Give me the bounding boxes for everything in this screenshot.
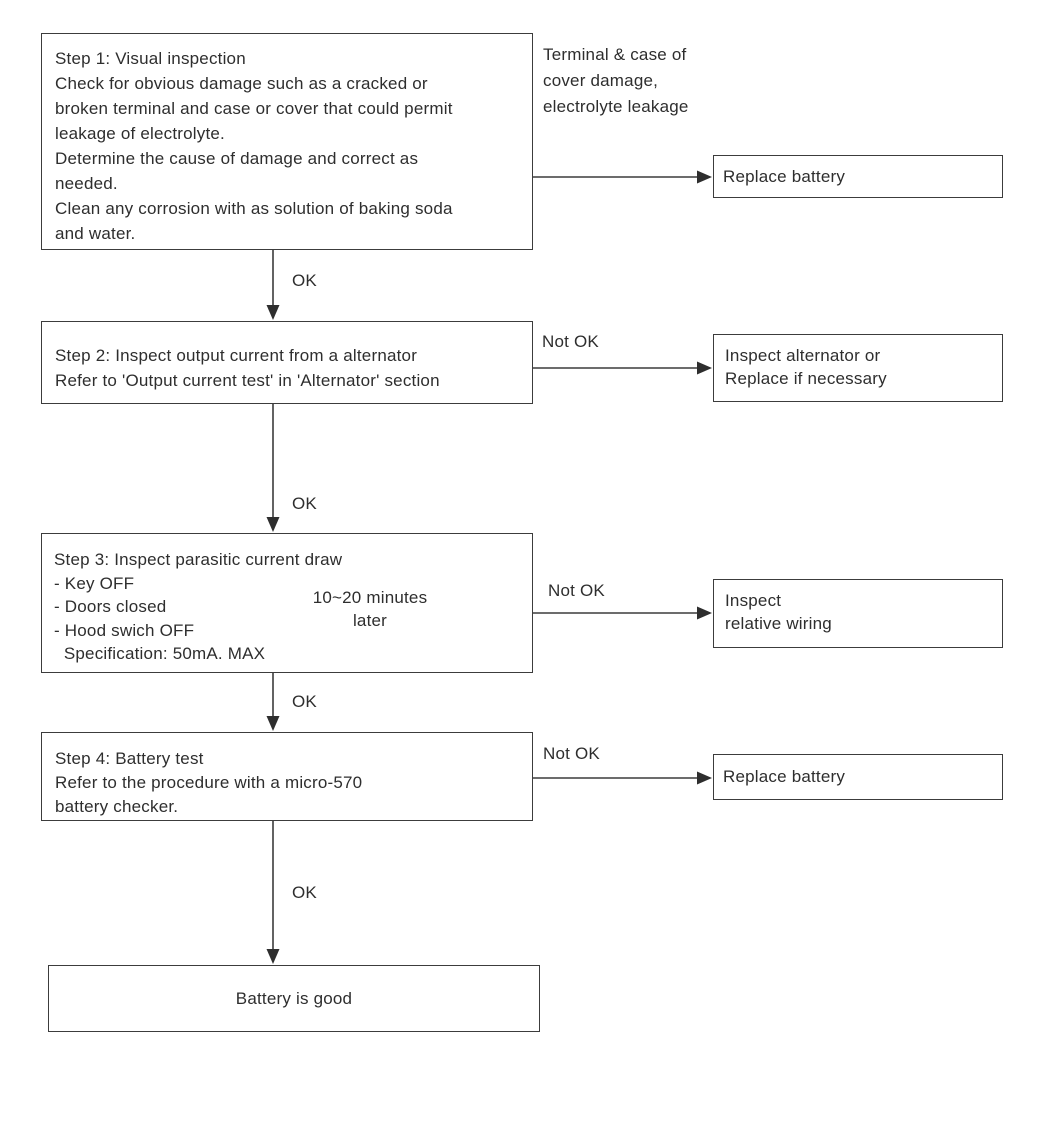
- arrow-step2-inspect-alternator: [533, 361, 712, 375]
- arrow-step2-step3: [266, 404, 280, 532]
- step3-box: Step 3: Inspect parasitic current draw -…: [41, 533, 533, 673]
- ok-edge-label-4: OK: [292, 883, 317, 902]
- not-ok-edge-label-2: Not OK: [548, 581, 605, 600]
- not-ok-edge-label-1: Not OK: [542, 332, 599, 351]
- replace-battery-top-box: Replace battery: [713, 155, 1003, 198]
- not-ok-edge-label-3: Not OK: [543, 744, 600, 763]
- ok-edge-label-3: OK: [292, 692, 317, 711]
- step1-box: Step 1: Visual inspection Check for obvi…: [41, 33, 533, 250]
- step3-text: Step 3: Inspect parasitic current draw -…: [54, 550, 343, 663]
- inspect-wiring-box: Inspect relative wiring: [713, 579, 1003, 648]
- timer-note-label: 10~20 minutes later: [312, 588, 428, 630]
- arrow-step3-inspect-wiring: [533, 606, 712, 620]
- arrow-step1-replace-battery: [533, 170, 712, 184]
- battery-good-text: Battery is good: [235, 988, 353, 1008]
- inspect-wiring-text: Inspect relative wiring: [725, 591, 832, 633]
- step4-box: Step 4: Battery test Refer to the proced…: [41, 732, 533, 821]
- inspect-alternator-box: Inspect alternator or Replace if necessa…: [713, 334, 1003, 402]
- condition-note-label: Terminal & case of cover damage, electro…: [543, 45, 689, 116]
- arrow-step4-battery-good: [266, 821, 280, 964]
- replace-battery-bottom-text: Replace battery: [723, 767, 846, 786]
- ok-edge-label-2: OK: [292, 494, 317, 513]
- step4-text: Step 4: Battery test Refer to the proced…: [55, 749, 363, 816]
- arrow-step4-replace-battery: [533, 771, 712, 785]
- arrow-step1-step2: [266, 250, 280, 320]
- inspect-alternator-text: Inspect alternator or Replace if necessa…: [725, 346, 887, 388]
- replace-battery-top-text: Replace battery: [723, 166, 846, 186]
- step1-text: Step 1: Visual inspection Check for obvi…: [55, 49, 453, 243]
- ok-edge-label-1: OK: [292, 271, 317, 290]
- replace-battery-bottom-box: Replace battery: [713, 754, 1003, 800]
- arrow-step3-step4: [266, 673, 280, 731]
- step2-box: Step 2: Inspect output current from a al…: [41, 321, 533, 404]
- battery-good-box: Battery is good: [48, 965, 540, 1032]
- step2-text: Step 2: Inspect output current from a al…: [55, 346, 440, 390]
